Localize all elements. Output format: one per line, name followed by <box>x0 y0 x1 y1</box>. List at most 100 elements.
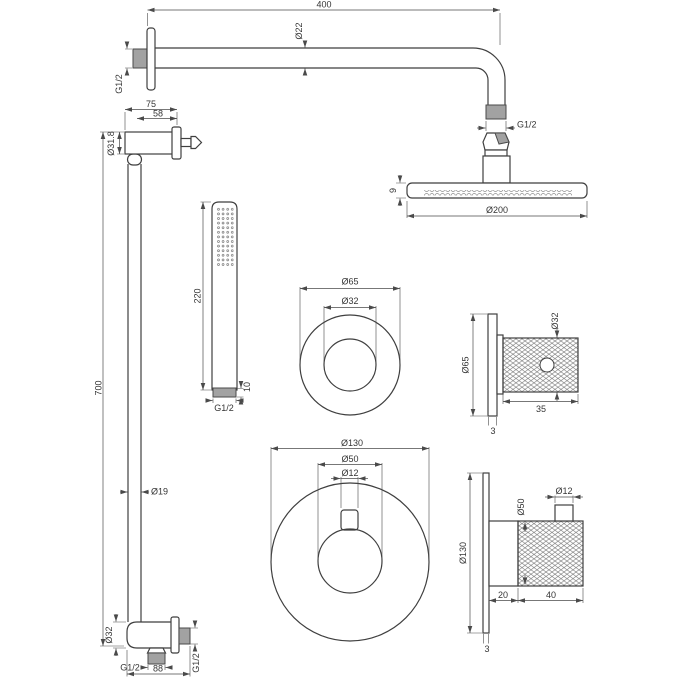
dim-large-valve-stem-side-label: Ø12 <box>555 486 572 496</box>
dim-bracket-diameter-label: Ø31.8 <box>106 131 116 156</box>
dim-bracket-width: 75 <box>124 99 178 130</box>
dim-bracket-width-label: 75 <box>146 99 156 109</box>
small-valve-step <box>496 334 504 395</box>
dim-arm-diameter: Ø22 <box>294 22 308 76</box>
dim-handshower-thread: G1/2 <box>205 398 244 413</box>
dim-arm-head-thread-label: G1/2 <box>517 120 537 130</box>
dim-elbow-width: 88 <box>126 646 191 677</box>
dim-small-valve-inner: Ø32 <box>323 296 377 363</box>
wall-outlet-elbow: Ø32 G1/2 G1/2 88 <box>104 614 201 677</box>
large-valve-knob <box>517 520 584 587</box>
dim-small-valve-depth-label: 35 <box>536 404 546 414</box>
large-valve-stem-front <box>340 509 359 531</box>
dim-large-valve-plate: Ø130 <box>458 472 482 634</box>
dim-small-valve-depth: 35 <box>502 394 579 414</box>
dim-elbow-side-thread: G1/2 <box>190 620 201 673</box>
elbow-flange <box>170 616 180 654</box>
dim-handshower-thread-label: G1/2 <box>214 403 234 413</box>
dim-large-valve-inner: Ø50 <box>317 454 383 559</box>
dim-large-valve-body-diameter: Ø50 <box>516 498 528 585</box>
small-valve-plate-circle <box>299 314 401 416</box>
dim-large-valve-body-diameter-label: Ø50 <box>516 498 526 515</box>
rail-top-cap <box>126 153 143 166</box>
head-connector <box>482 155 511 184</box>
dim-elbow-side-thread-label: G1/2 <box>191 653 201 673</box>
dim-large-valve-stem-front-label: Ø12 <box>341 468 358 478</box>
dim-head-diameter: Ø200 <box>406 201 588 219</box>
dim-large-valve-inner-label: Ø50 <box>341 454 358 464</box>
dim-small-valve-outer-label: Ø65 <box>341 277 358 287</box>
small-valve-front-view: Ø65 Ø32 <box>299 277 401 416</box>
dim-large-valve-plate-thickness-label: 3 <box>484 644 489 654</box>
dim-rail-diameter: Ø19 <box>120 487 168 497</box>
head-ball-joint-wedge <box>494 132 510 145</box>
dim-bracket-diameter: Ø31.8 <box>100 131 124 156</box>
hand-shower: 220 10 G1/2 <box>193 201 252 413</box>
dim-rail-diameter-label: Ø19 <box>151 487 168 497</box>
dim-large-valve-stem-side: Ø12 <box>545 486 583 503</box>
elbow-body <box>126 621 173 649</box>
dim-small-valve-knob-label: Ø32 <box>550 312 560 329</box>
dim-arm-diameter-label: Ø22 <box>294 22 304 39</box>
large-valve-knob-circle <box>317 528 383 594</box>
dim-small-valve-plate: Ø65 <box>461 313 487 417</box>
dim-head-thickness: 9 <box>388 175 406 206</box>
dim-large-valve-outer-label: Ø130 <box>341 438 363 448</box>
small-valve-side-view: Ø65 Ø32 35 3 <box>461 312 579 436</box>
dim-elbow-height-label: Ø32 <box>104 626 114 643</box>
dim-elbow-bottom-thread: G1/2 <box>120 663 173 673</box>
dim-large-valve-plate-thickness: 3 <box>483 634 490 654</box>
wall-bracket-flange <box>171 126 182 160</box>
small-valve-knob-circle <box>323 338 377 392</box>
dim-handshower-inlet-height-label: 10 <box>242 382 252 392</box>
dim-large-valve-plate-label: Ø130 <box>458 542 468 564</box>
dim-arm-length: 400 <box>147 0 501 45</box>
dim-handshower-inlet-height: 10 <box>237 381 252 405</box>
dim-arm-wall-thread-label: G1/2 <box>114 74 124 94</box>
wall-bracket-body <box>124 131 174 155</box>
rail <box>127 164 142 622</box>
rail-assembly: 75 58 Ø31.8 700 Ø19 <box>94 99 203 647</box>
dim-large-valve-knob-depth-label: 40 <box>546 590 556 600</box>
dim-elbow-bottom-thread-label: G1/2 <box>120 663 140 673</box>
dim-arm-head-thread: G1/2 <box>477 120 537 131</box>
dim-small-valve-outer: Ø65 <box>299 277 401 363</box>
dim-head-diameter-label: Ø200 <box>486 205 508 215</box>
head-connector-step <box>484 149 508 157</box>
dim-head-thickness-label: 9 <box>388 188 398 193</box>
dim-handshower-length-label: 220 <box>193 288 203 303</box>
dim-large-valve-stem-front: Ø12 <box>331 468 368 508</box>
arm-wall-flange <box>146 27 156 91</box>
handshower-inlet-fitting <box>212 387 237 398</box>
large-valve-side-view: Ø130 Ø50 Ø12 20 40 3 <box>458 472 584 654</box>
dim-arm-length-label: 400 <box>316 0 331 10</box>
small-valve-plate <box>487 313 498 417</box>
arm-head-fitting <box>485 104 507 120</box>
dim-small-valve-plate-thickness: 3 <box>488 417 497 436</box>
elbow-bottom-fitting <box>147 652 166 665</box>
arm-outline-outer <box>155 47 506 105</box>
dim-bracket-depth: 58 <box>137 109 177 121</box>
elbow-bottom-neck <box>146 647 167 654</box>
dim-bracket-depth-label: 58 <box>153 109 163 119</box>
dim-rail-length: 700 <box>94 132 124 647</box>
dim-large-valve-outer: Ø130 <box>270 438 430 560</box>
shower-head-nozzles <box>424 190 572 196</box>
large-valve-plate-circle <box>270 482 430 642</box>
dim-elbow-height: Ø32 <box>104 614 126 656</box>
dim-small-valve-inner-label: Ø32 <box>341 296 358 306</box>
large-valve-stem <box>554 504 574 522</box>
dim-large-valve-knob-depth: 40 <box>518 588 584 603</box>
dim-small-valve-plate-label: Ø65 <box>461 356 471 373</box>
shower-arm-assembly: 400 Ø22 G1/2 G1/2 9 Ø200 <box>114 0 588 219</box>
dim-arm-wall-thread: G1/2 <box>114 41 132 94</box>
dim-handshower-length: 220 <box>193 201 211 391</box>
small-valve-knob-screw <box>539 357 555 373</box>
arm-outline-inner <box>155 67 489 105</box>
dim-large-valve-body-depth-label: 20 <box>498 590 508 600</box>
wall-bracket-pin-neck <box>180 137 192 148</box>
wall-bracket-pin-tip <box>190 135 203 150</box>
large-valve-front-view: Ø130 Ø50 Ø12 <box>270 438 430 642</box>
